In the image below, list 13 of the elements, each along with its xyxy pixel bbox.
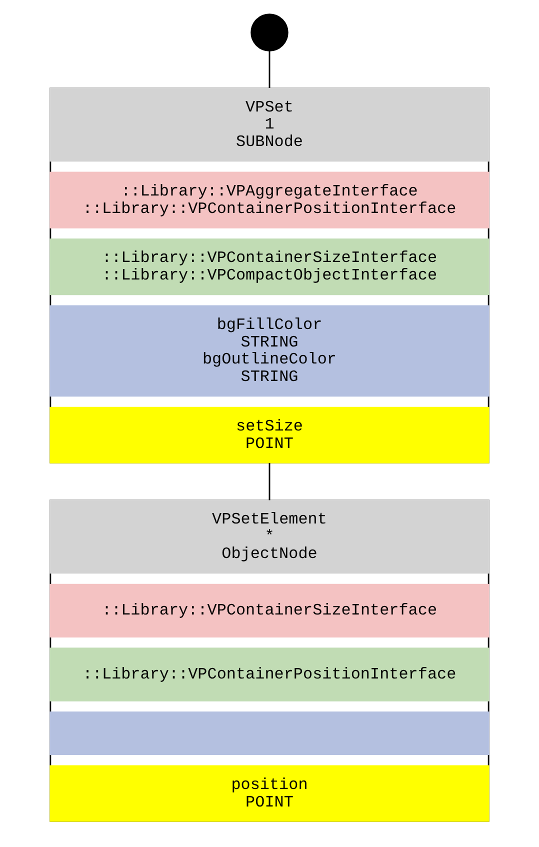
node-box: position POINT (50, 765, 490, 822)
connector (268, 463, 270, 500)
node-box: ::Library::VPAggregateInterface ::Library::VPContainerPositionInterface (50, 172, 490, 228)
node-box (50, 712, 490, 756)
node-box: ::Library::VPContainerSizeInterface (50, 584, 490, 638)
node-box: setSize POINT (50, 406, 490, 464)
node-box: VPSet 1 SUBNode (50, 88, 490, 162)
connector (268, 50, 270, 88)
node-box: VPSetElement * ObjectNode (50, 500, 490, 574)
node-box: ::Library::VPContainerSizeInterface ::Library::VPCompactObjectInterface (50, 238, 490, 296)
node-circle (250, 14, 288, 52)
node-box: bgFillColor STRING bgOutlineColor STRING (50, 305, 490, 397)
node-box: ::Library::VPContainerPositionInterface (50, 648, 490, 702)
